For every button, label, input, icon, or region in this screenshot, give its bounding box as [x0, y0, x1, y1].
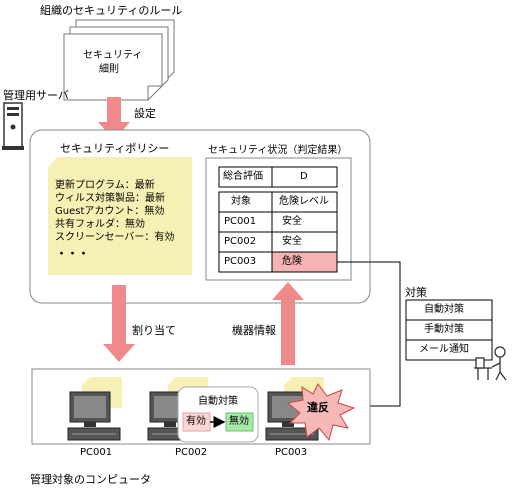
- managed-computers-label: 管理対象のコンピュータ: [30, 473, 151, 486]
- rules-doc-line2: 細則: [99, 64, 119, 75]
- pc-label: PC002: [175, 447, 208, 458]
- row-risk-danger: 危険: [282, 256, 302, 267]
- col-target: 対象: [231, 196, 251, 207]
- overall-label: 総合評価: [223, 171, 263, 182]
- col-risk: 危険レベル: [279, 196, 329, 207]
- policy-item: ウィルス対策製品：最新: [55, 193, 165, 204]
- server-label: 管理用サーバ: [3, 89, 69, 102]
- row-target: PC002: [224, 236, 257, 247]
- policy-note: [48, 157, 192, 275]
- result-table: [218, 191, 338, 273]
- policy-item: 共有フォルダ：無効: [55, 219, 145, 230]
- pc-label: PC001: [80, 447, 113, 458]
- policy-more: ・・・: [56, 247, 89, 260]
- policy-item: 更新プログラム：最新: [55, 180, 155, 191]
- violation-burst: [286, 383, 356, 442]
- rules-doc-line1: セキュリティ: [83, 50, 143, 61]
- pc-label: PC003: [275, 447, 308, 458]
- auto-fix-title: 自動対策: [198, 396, 238, 407]
- measures-title: 対策: [405, 286, 427, 299]
- assign-label: 割り当て: [132, 324, 176, 337]
- countermeasure-connector: [337, 261, 401, 410]
- server-icon: [2, 102, 24, 150]
- auto-fix-from: 有効: [186, 416, 206, 427]
- setting-arrow: [98, 97, 130, 140]
- rule-documents: [63, 19, 175, 101]
- assign-arrow: [103, 285, 135, 362]
- row-target: PC003: [224, 256, 257, 267]
- auto-fix-to: 無効: [229, 416, 249, 427]
- row-risk: 安全: [282, 216, 302, 227]
- row-target: PC001: [224, 216, 257, 227]
- overall-value: D: [300, 171, 308, 182]
- policy-title: セキュリティポリシー: [60, 142, 170, 155]
- pc-icon: [67, 391, 121, 441]
- rules-title: 組織のセキュリティのルール: [40, 4, 183, 17]
- status-title: セキュリティ状況（判定結果）: [208, 145, 348, 156]
- measure-item: 手動対策: [424, 324, 464, 335]
- policy-item: Guestアカウント：無効: [55, 206, 165, 217]
- measure-item: 自動対策: [424, 304, 464, 315]
- row-risk: 安全: [282, 236, 302, 247]
- measure-item: メール通知: [419, 344, 469, 355]
- violation-label: 違反: [307, 401, 329, 414]
- policy-item: スクリーンセーバー：有効: [55, 232, 175, 243]
- device-info-arrow: [272, 282, 304, 365]
- device-info-label: 機器情報: [232, 324, 276, 337]
- measures-table: [405, 299, 493, 361]
- setting-label: 設定: [134, 107, 156, 120]
- admin-person-icon: [474, 346, 507, 381]
